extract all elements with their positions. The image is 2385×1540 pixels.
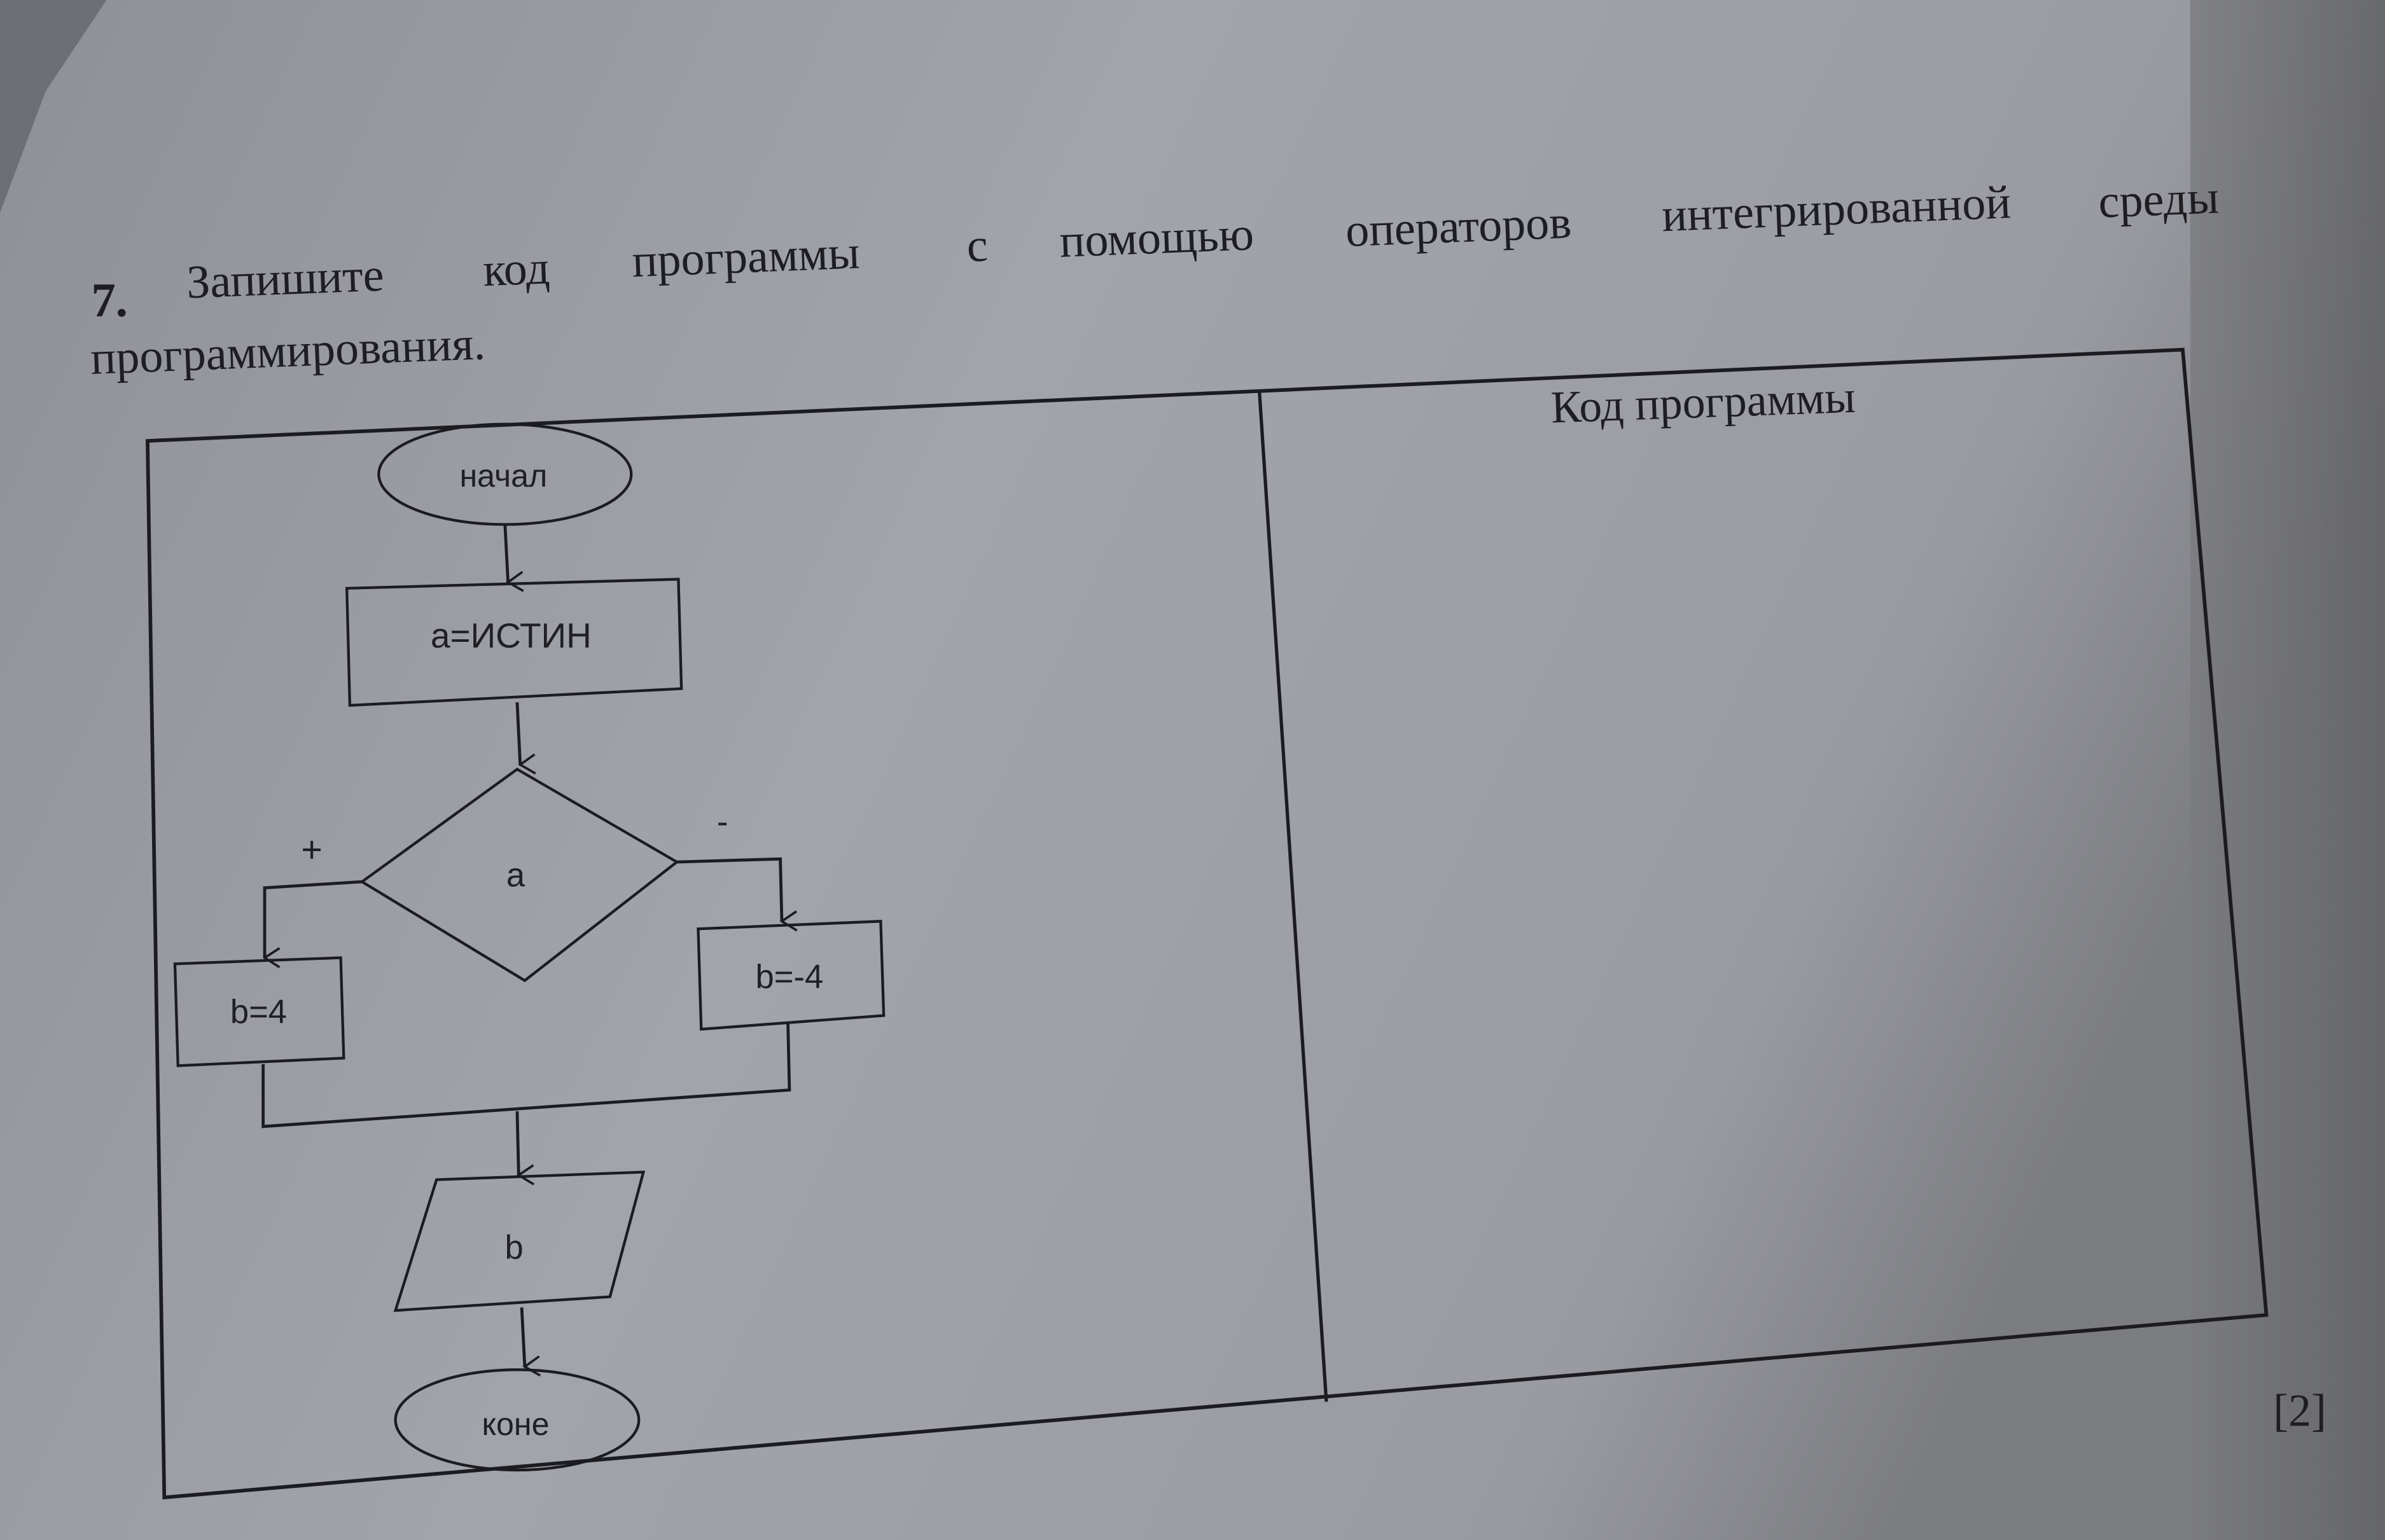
task-word: Запишите [186,249,385,309]
task-word: программы [631,226,861,288]
table-divider [1258,392,1328,1402]
merge-line [261,1021,791,1128]
output-label: b [505,1229,524,1266]
score-label: [2] [2273,1385,2326,1436]
arrow-icon [515,702,520,765]
code-answer-area[interactable] [1339,361,2190,1249]
flowchart: начал а=ИСТИН а + - b=4 b=-4 b коне [173,422,886,1472]
task-number: 7. [91,273,127,327]
task-word: операторов [1344,197,1572,258]
no-label: - [717,803,728,841]
assign-process-box [345,578,683,707]
task-word: помощью [1059,208,1255,268]
task-word: среды [2097,172,2220,228]
task-word: с [966,219,989,272]
condition-label: а [506,856,525,894]
no-process-label: b=-4 [756,958,824,995]
yes-process-box [173,956,345,1067]
assign-label: а=ИСТИН [431,616,592,655]
yes-process-label: b=4 [230,993,287,1030]
arrow-icon [515,1111,518,1175]
no-branch-arrow-icon [676,857,782,921]
end-terminal [394,1368,641,1472]
arrow-icon [520,1307,525,1366]
page-corner-shadow [0,0,107,213]
task-word: код [482,242,551,296]
table-border [146,347,2269,1500]
answer-table: Код программы [146,347,2269,1500]
arrow-icon [503,524,508,583]
condition-diamond [359,767,679,983]
yes-label: + [301,829,323,870]
end-label: коне [482,1406,549,1442]
start-label: начал [459,458,547,494]
code-column-header: Код программы [1550,371,1856,433]
yes-branch-arrow-icon [265,880,363,957]
no-process-box [697,920,886,1031]
output-parallelogram [393,1170,646,1312]
page-edge-shadow [2190,0,2385,1540]
